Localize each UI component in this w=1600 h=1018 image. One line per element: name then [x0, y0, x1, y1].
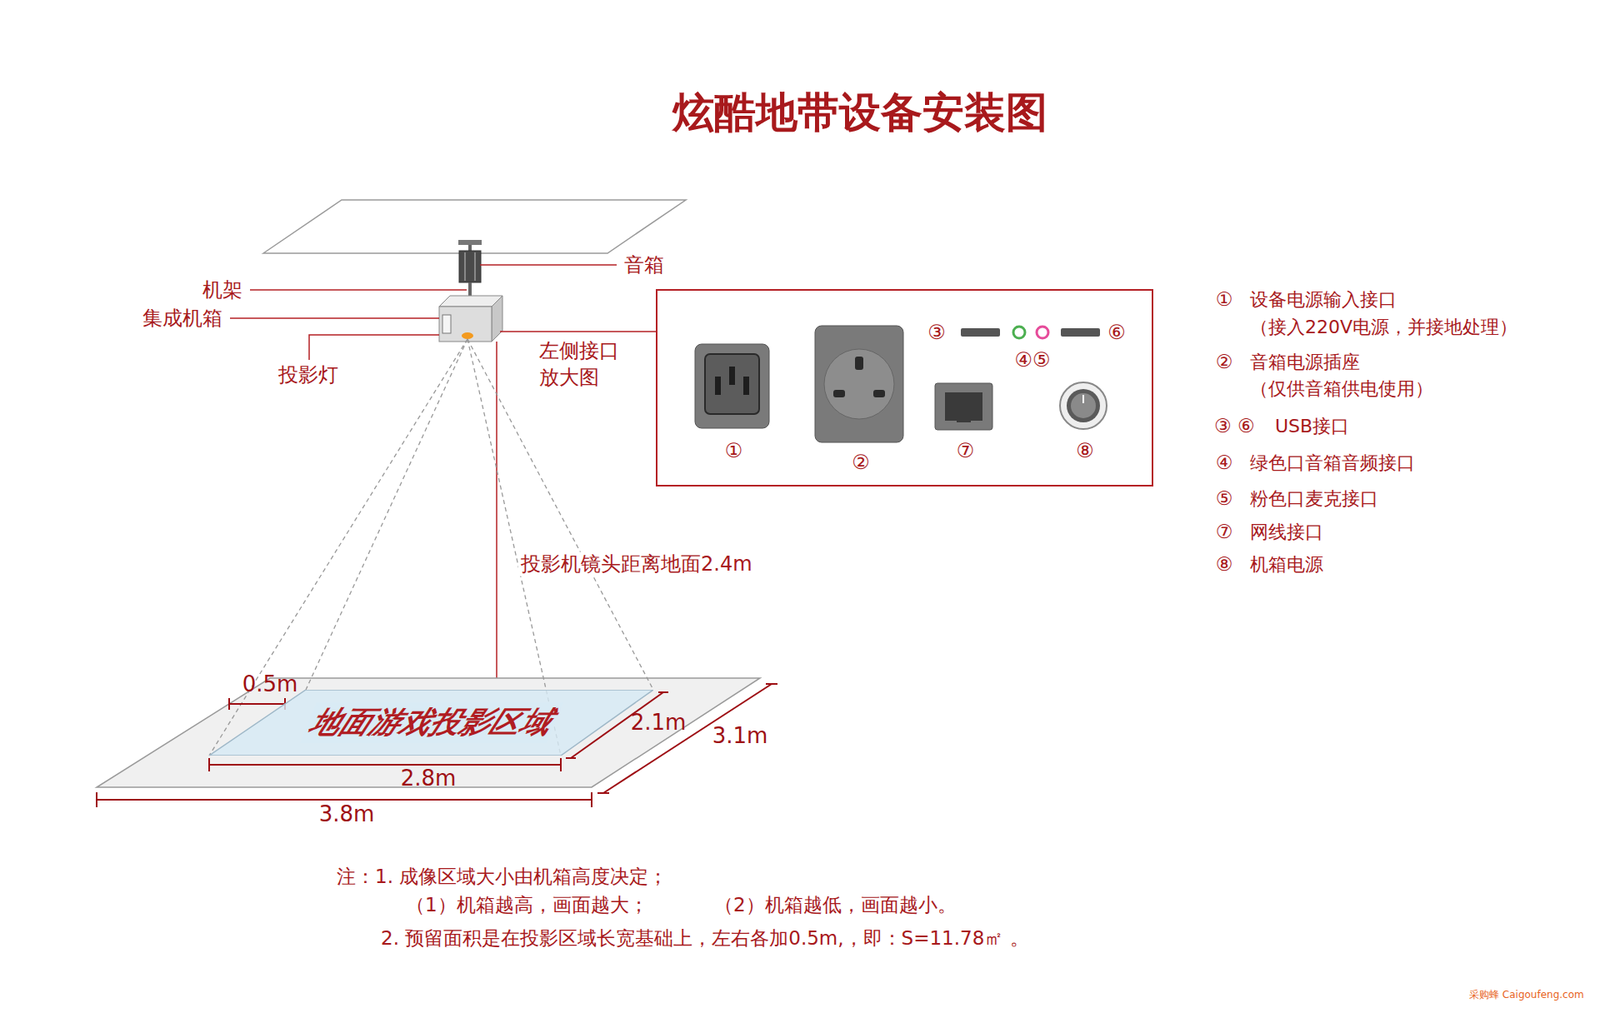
network-port: ⑦	[936, 385, 995, 463]
callout-number: ④⑤	[1014, 348, 1050, 373]
projector-lamp	[461, 332, 474, 340]
power-switch: ⑧	[1061, 384, 1109, 463]
projection-area: 地面游戏投影区域	[209, 690, 654, 756]
part-name: 集成机箱	[142, 306, 223, 331]
speaker-grille	[464, 252, 466, 281]
speaker-mount	[458, 240, 482, 245]
part-name: 投影灯	[278, 363, 339, 388]
port-description: 机箱电源	[1250, 554, 1324, 576]
callout-number: ②	[816, 450, 905, 475]
part-name: 音箱	[624, 253, 665, 278]
box-side	[491, 295, 503, 342]
power-inlet: ①	[696, 345, 771, 463]
usb-port	[1060, 328, 1100, 337]
audio-jack-green	[1013, 326, 1025, 339]
power-knob	[1060, 382, 1107, 430]
iec-inlet	[695, 344, 770, 429]
part-name: 机架	[202, 278, 243, 303]
box-window	[442, 315, 451, 334]
port-description: （仅供音箱供电使用）	[1250, 378, 1434, 400]
callout-number: ⑥	[1107, 320, 1126, 345]
usb-port	[960, 328, 1000, 337]
note: （1）机箱越高，画面越大；	[405, 894, 649, 918]
dimension: 2.8m	[400, 765, 457, 792]
speaker	[459, 250, 481, 283]
port-description: 音箱电源插座	[1250, 351, 1360, 374]
note: 2. 预留面积是在投影区域长宽基础上，左右各加0.5m,，即：S=11.78㎡ …	[380, 927, 1030, 951]
callout-number: ⑦	[936, 439, 995, 463]
diagram-title: 炫酷地带设备安装图	[672, 87, 1048, 138]
callout-number: ④	[1215, 451, 1234, 475]
port-description: 绿色口音箱音频接口	[1250, 452, 1415, 475]
dimension: 3.1m	[712, 723, 769, 750]
port-description: 设备电源输入接口	[1250, 289, 1397, 311]
port-description: 网线接口	[1250, 521, 1324, 544]
note: 注：1. 成像区域大小由机箱高度决定；	[336, 865, 668, 890]
rj45-port	[935, 383, 993, 430]
height-dimension: 投影机镜头距离地面2.4m	[518, 552, 755, 577]
callout-number: ⑦	[1215, 520, 1234, 545]
callout-number: ③ ⑥	[1214, 415, 1255, 439]
ceiling-plane	[263, 200, 686, 254]
mic-jack-pink	[1036, 326, 1049, 339]
projection-shape	[209, 690, 654, 756]
projection-rays	[209, 339, 654, 756]
callout-number: ②	[1215, 350, 1234, 375]
frame-rod	[468, 282, 472, 297]
area-name: 地面游戏投影区域	[300, 702, 564, 744]
panel-heading: 左侧接口 放大图	[539, 337, 624, 392]
port-description: 粉色口麦克接口	[1250, 488, 1379, 510]
dimension-lines	[96, 684, 778, 808]
callout-number: ①	[1215, 288, 1234, 312]
note: （2）机箱越低，画面越小。	[714, 894, 957, 918]
integrated-box	[439, 306, 492, 342]
watermark: 采购蜂 Caigoufeng.com	[1469, 989, 1585, 1001]
universal-socket	[815, 325, 904, 443]
callout-number: ①	[696, 439, 771, 463]
port-description: （接入220V电源，并接地处理）	[1250, 316, 1518, 339]
callout-number: ③	[927, 320, 946, 345]
dimension: 3.8m	[319, 801, 375, 828]
callout-number: ⑧	[1215, 553, 1234, 577]
interface-panel: 左侧接口 放大图①②⑦⑧	[655, 289, 1154, 487]
dimension: 2.1m	[630, 710, 687, 736]
dimension: 0.5m	[242, 671, 299, 698]
callout-number: ⑤	[1215, 487, 1234, 511]
speaker-grille	[474, 252, 476, 281]
speaker-socket: ②	[816, 327, 905, 475]
callout-number: ⑧	[1061, 439, 1109, 463]
port-description: USB接口	[1275, 415, 1350, 438]
